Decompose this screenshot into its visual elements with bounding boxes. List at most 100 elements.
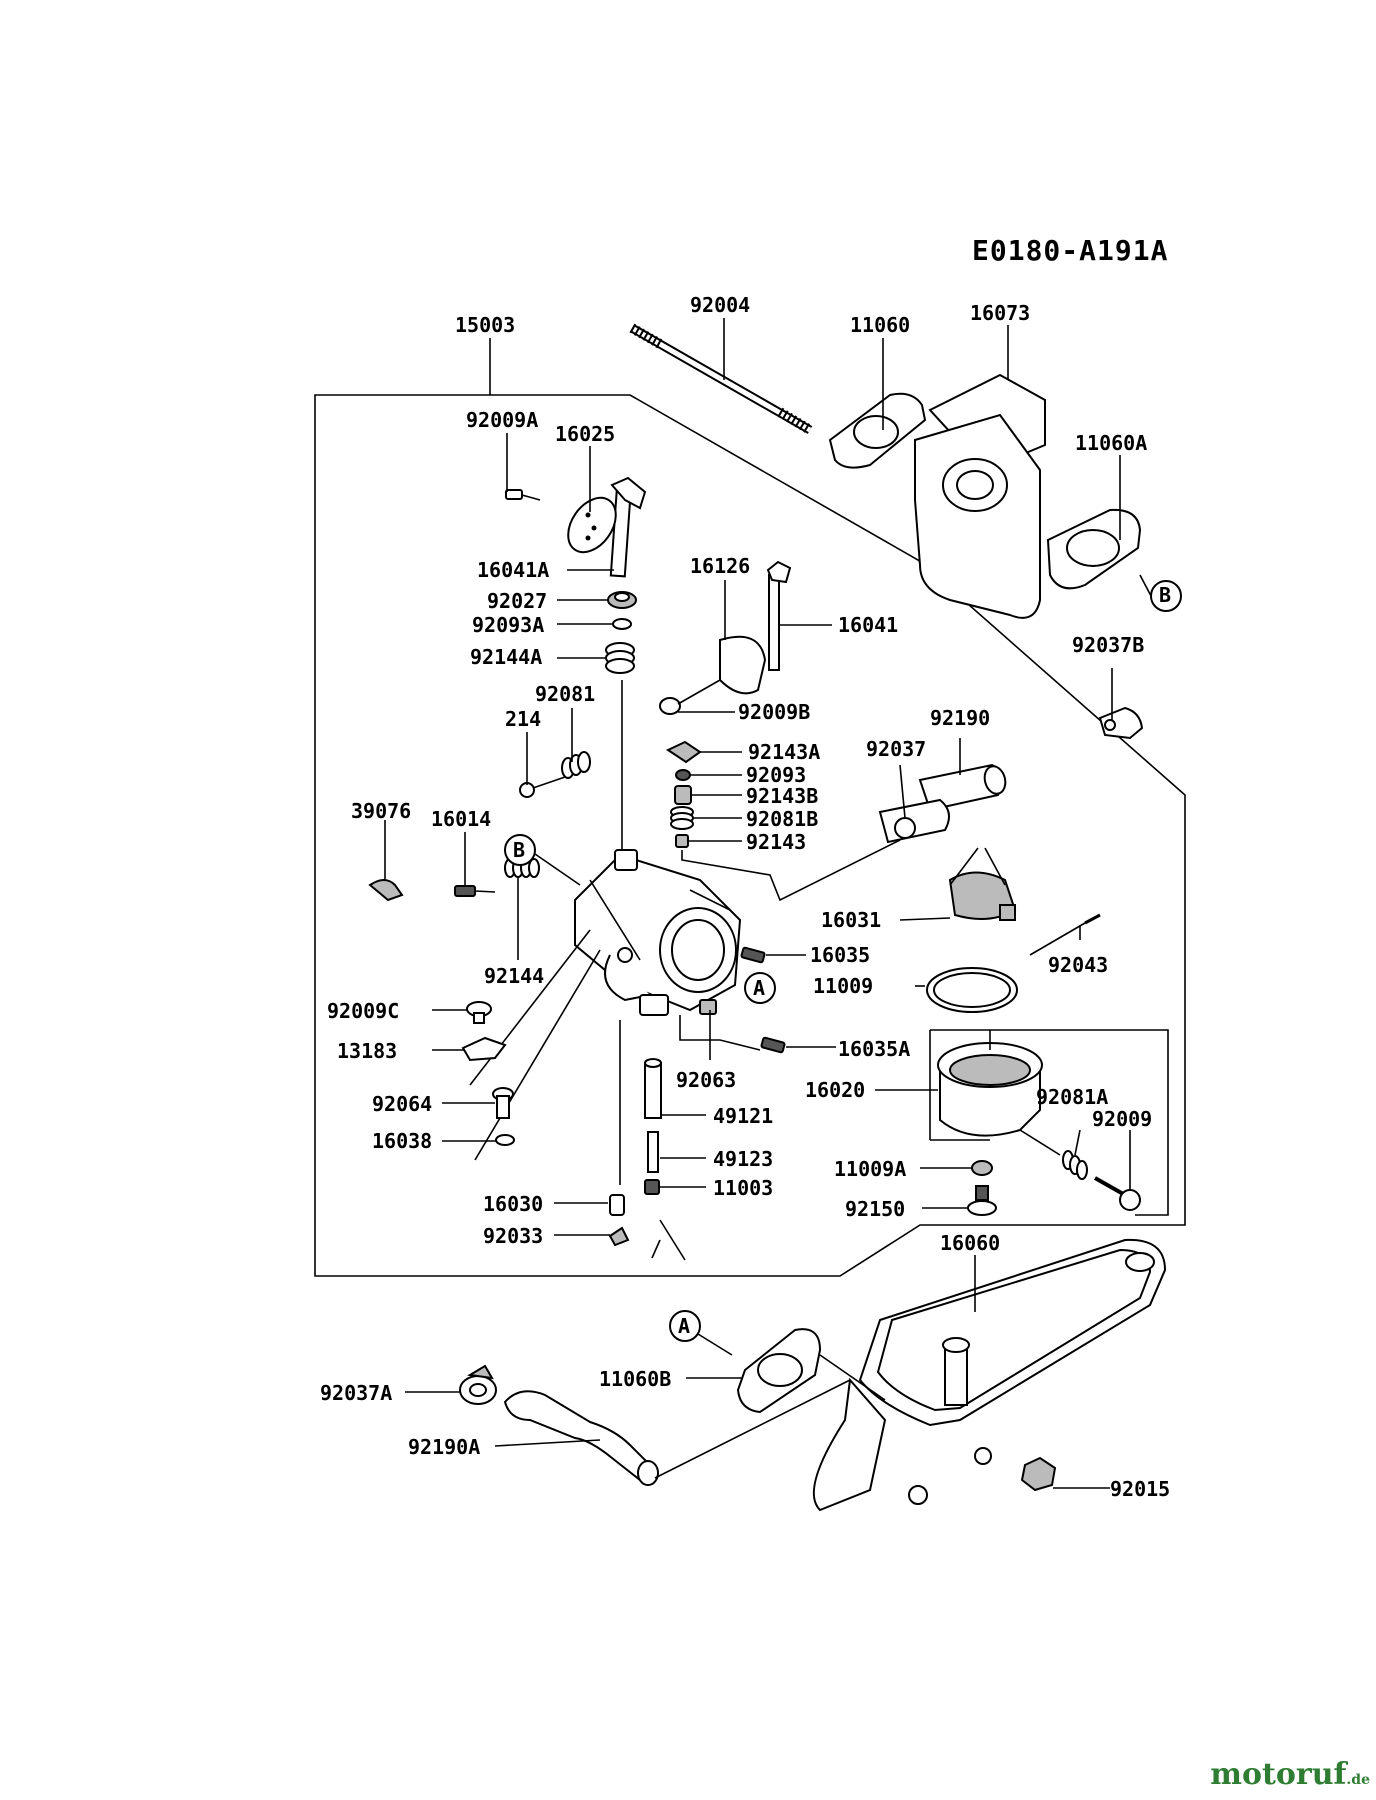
- ref-circle-a-bot: [669, 1310, 701, 1342]
- leader-lines: [384, 318, 1152, 1489]
- stud-bolt: [629, 323, 813, 435]
- washer-92093a: [612, 618, 632, 630]
- label-11009: 11009: [813, 974, 873, 998]
- screw-16035a: [760, 1036, 786, 1054]
- label-16025: 16025: [555, 422, 615, 446]
- spring-92081a: [1062, 1150, 1088, 1180]
- label-b-mid: B: [513, 838, 525, 862]
- gasket-11060b: [736, 1328, 822, 1414]
- watermark-logo: motoruf.de: [1210, 1757, 1370, 1792]
- label-92093a: 92093A: [472, 613, 544, 637]
- air-cleaner-base-16060: [812, 1238, 1167, 1512]
- gasket-11060: [828, 392, 927, 469]
- label-13183: 13183: [337, 1039, 397, 1063]
- label-a-mid: A: [753, 976, 765, 1000]
- label-92143b: 92143B: [746, 784, 818, 808]
- label-92037b: 92037B: [1072, 633, 1144, 657]
- label-11009a: 11009A: [834, 1157, 906, 1181]
- label-214: 214: [505, 707, 541, 731]
- needle-16030: [609, 1194, 625, 1216]
- cap-92143b: [674, 785, 692, 805]
- clip-39076: [368, 879, 404, 902]
- label-92033: 92033: [483, 1224, 543, 1248]
- label-a-bot: A: [678, 1314, 690, 1338]
- label-92143a: 92143A: [748, 740, 820, 764]
- label-92190: 92190: [930, 706, 990, 730]
- label-92143: 92143: [746, 830, 806, 854]
- float-16031: [948, 871, 1017, 921]
- label-16126: 16126: [690, 554, 750, 578]
- label-11060: 11060: [850, 313, 910, 337]
- cap-92143: [675, 834, 689, 848]
- label-92037: 92037: [866, 737, 926, 761]
- clip-92037b: [1098, 706, 1144, 740]
- label-16038: 16038: [372, 1129, 432, 1153]
- diagram-code: E0180-A191A: [972, 234, 1168, 267]
- screw-92009: [1094, 1176, 1141, 1211]
- label-92144a: 92144A: [470, 645, 542, 669]
- label-92063: 92063: [676, 1068, 736, 1092]
- label-92190a: 92190A: [408, 1435, 480, 1459]
- assembly-boundary: [314, 394, 1186, 1277]
- label-11060b: 11060B: [599, 1367, 671, 1391]
- label-92015: 92015: [1110, 1477, 1170, 1501]
- label-b-top: B: [1159, 583, 1171, 607]
- label-49123: 49123: [713, 1147, 773, 1171]
- label-49121: 49121: [713, 1104, 773, 1128]
- label-92081: 92081: [535, 682, 595, 706]
- bracket-13183: [461, 1036, 507, 1062]
- screw-92064: [492, 1087, 514, 1119]
- label-16031: 16031: [821, 908, 881, 932]
- throttle-plate: [719, 635, 767, 695]
- label-15003: 15003: [455, 313, 515, 337]
- plug-92063: [699, 999, 717, 1015]
- washer-92093: [675, 769, 691, 781]
- label-16041: 16041: [838, 613, 898, 637]
- label-92004: 92004: [690, 293, 750, 317]
- label-16035a: 16035A: [838, 1037, 910, 1061]
- label-92027: 92027: [487, 589, 547, 613]
- label-92081a: 92081A: [1036, 1085, 1108, 1109]
- screw-16014: [454, 885, 496, 897]
- washer-11009a: [971, 1160, 993, 1176]
- label-11060a: 11060A: [1075, 431, 1147, 455]
- spring-92081b: [670, 806, 694, 830]
- screw-92009c: [466, 1001, 492, 1024]
- ref-circle-a-mid: [744, 972, 776, 1004]
- float-bowl-boundary: [930, 1029, 1169, 1216]
- gasket-11060a: [1046, 508, 1142, 590]
- hose-92190a: [503, 1390, 659, 1486]
- screw-16035: [740, 946, 766, 964]
- label-92081b: 92081B: [746, 807, 818, 831]
- insulator-bracket: [914, 373, 1046, 619]
- choke-shaft: [609, 476, 647, 578]
- o-ring-16038: [495, 1134, 515, 1146]
- ref-circle-b-mid: [504, 834, 536, 866]
- float-bowl-16020: [937, 1042, 1043, 1137]
- label-11003: 11003: [713, 1176, 773, 1200]
- clip-92033: [608, 1226, 630, 1247]
- label-39076: 39076: [351, 799, 411, 823]
- label-16073: 16073: [970, 301, 1030, 325]
- label-92009: 92009: [1092, 1107, 1152, 1131]
- screw-92009a: [505, 489, 541, 501]
- emulsion-tube-49121: [644, 1058, 662, 1119]
- part-labels: 15003 92004 11060 16073 11060A B 92037B …: [320, 293, 1171, 1501]
- label-16030: 16030: [483, 1192, 543, 1216]
- label-16060: 16060: [940, 1231, 1000, 1255]
- jet-49123: [647, 1131, 659, 1173]
- label-16041a: 16041A: [477, 558, 549, 582]
- label-92064: 92064: [372, 1092, 432, 1116]
- label-92144: 92144: [484, 964, 544, 988]
- clip-92037a: [459, 1364, 497, 1405]
- label-16020: 16020: [805, 1078, 865, 1102]
- choke-plate: [567, 496, 617, 554]
- label-92043: 92043: [1048, 953, 1108, 977]
- label-92009b: 92009B: [738, 700, 810, 724]
- label-92093: 92093: [746, 763, 806, 787]
- cap-92143a: [665, 740, 702, 764]
- jet-11003: [644, 1179, 660, 1195]
- bolt-92150: [967, 1185, 997, 1216]
- bolt-92015: [1020, 1456, 1057, 1492]
